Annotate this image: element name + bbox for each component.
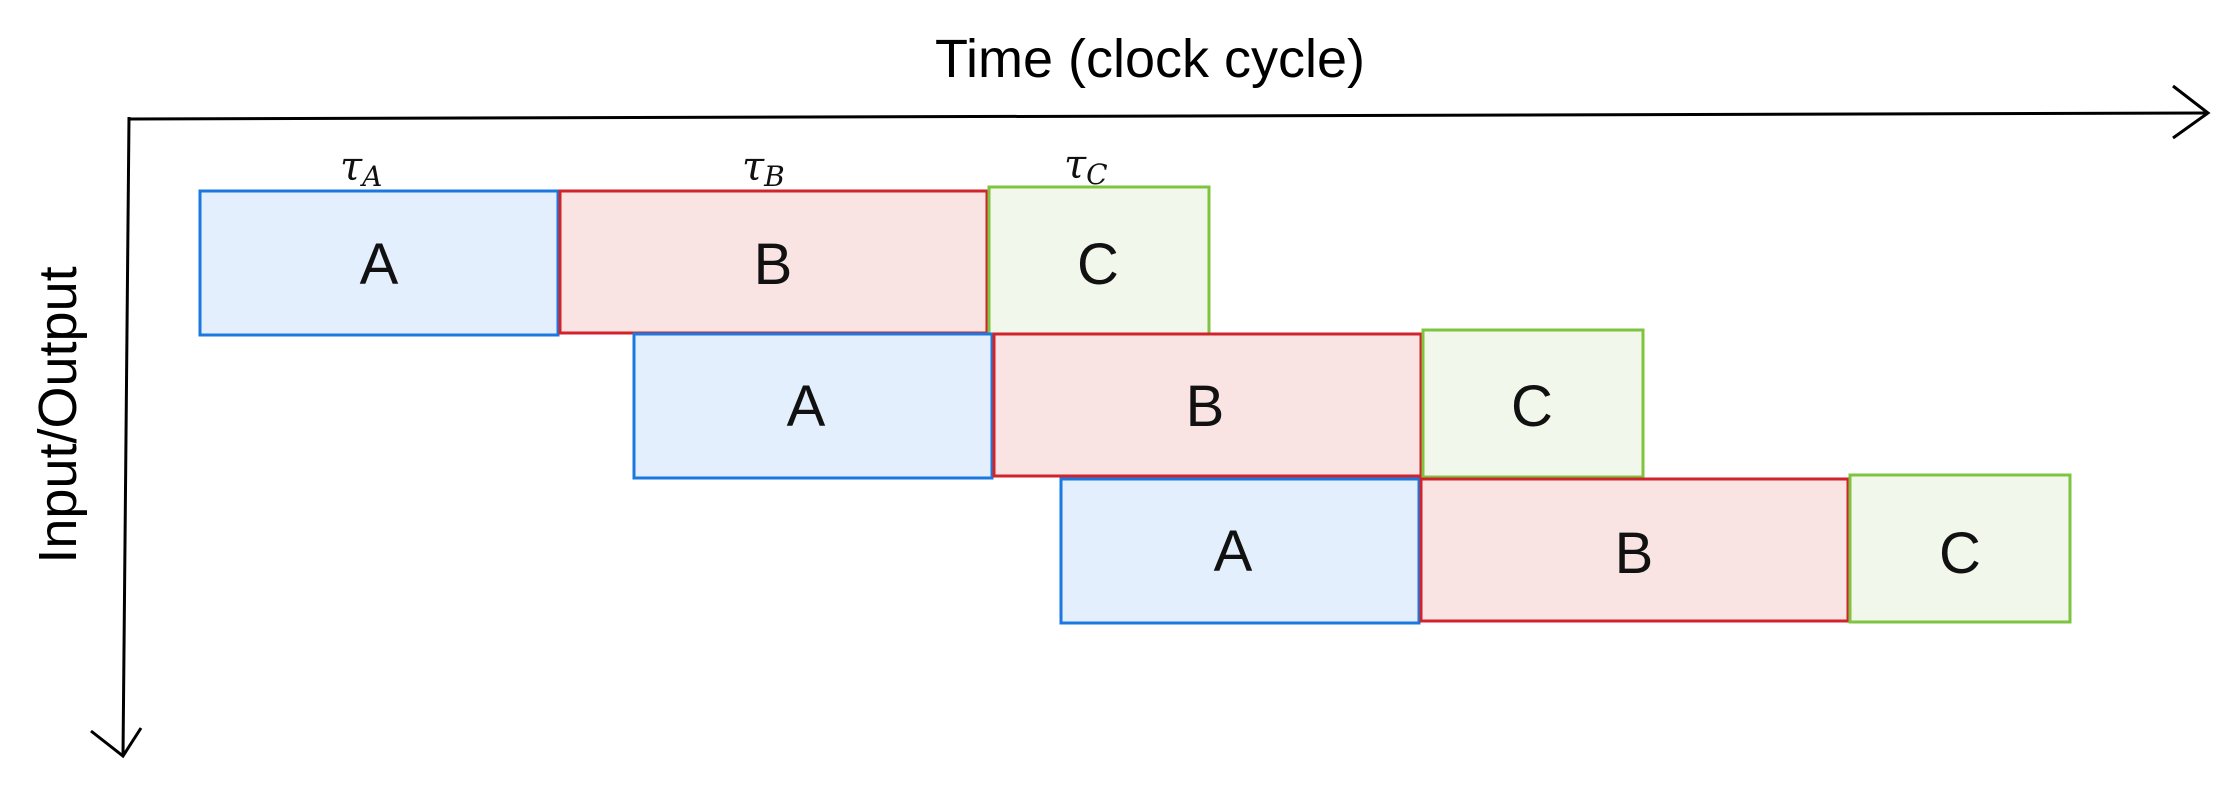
stage-block-label: A xyxy=(1214,519,1253,584)
tau-c-label: τC xyxy=(1064,142,1108,191)
io-axis-line xyxy=(121,116,131,757)
axes xyxy=(90,84,2211,759)
stage-block-rect xyxy=(1848,473,2072,624)
stage-block-rect xyxy=(198,189,560,337)
stage-block-label: A xyxy=(787,374,826,439)
stage-block-b: B xyxy=(1419,477,1850,623)
tau-a-subscript: A xyxy=(359,160,382,193)
tau-a-label: τA xyxy=(340,144,382,193)
stage-block-label: C xyxy=(1511,374,1553,439)
stage-block-rect xyxy=(992,332,1423,478)
stage-block-rect xyxy=(1421,328,1645,479)
stage-block-label: C xyxy=(1939,521,1981,586)
stage-block-label: A xyxy=(360,232,399,297)
pipeline-row-3: A B C xyxy=(1059,473,2072,625)
time-axis-line xyxy=(127,111,2209,121)
tau-b-subscript: B xyxy=(763,160,785,193)
time-axis-arrowhead xyxy=(2172,84,2211,140)
tau-c-symbol: τ xyxy=(1064,142,1087,188)
io-axis-title: Input/Output xyxy=(28,266,88,563)
tau-a-symbol: τ xyxy=(340,144,363,190)
tau-c-subscript: C xyxy=(1086,158,1107,191)
stage-block-rect xyxy=(558,189,989,335)
stage-block-label: B xyxy=(754,232,793,297)
stage-block-a: A xyxy=(632,332,994,480)
stage-block-c: C xyxy=(1421,328,1645,479)
stage-time-labels: τA τB τC xyxy=(340,142,1108,193)
stage-block-a: A xyxy=(198,189,560,337)
pipeline-row-2: A B C xyxy=(632,328,1645,480)
stage-block-label: B xyxy=(1615,521,1654,586)
io-axis-arrowhead xyxy=(90,727,143,759)
stage-block-a: A xyxy=(1059,477,1421,625)
tau-b-symbol: τ xyxy=(742,144,765,190)
stage-block-b: B xyxy=(558,189,989,335)
stage-block-c: C xyxy=(987,185,1211,336)
time-axis-title: Time (clock cycle) xyxy=(935,29,1365,89)
stage-block-rect xyxy=(632,332,994,480)
stage-block-rect xyxy=(1059,477,1421,625)
stage-block-b: B xyxy=(992,332,1423,478)
stage-block-c: C xyxy=(1848,473,2072,624)
stage-block-label: B xyxy=(1186,374,1225,439)
pipeline-row-1: A B C xyxy=(198,185,1211,337)
stage-block-rect xyxy=(1419,477,1850,623)
stage-block-rect xyxy=(987,185,1211,336)
stage-block-label: C xyxy=(1077,232,1119,297)
tau-b-label: τB xyxy=(742,144,785,193)
